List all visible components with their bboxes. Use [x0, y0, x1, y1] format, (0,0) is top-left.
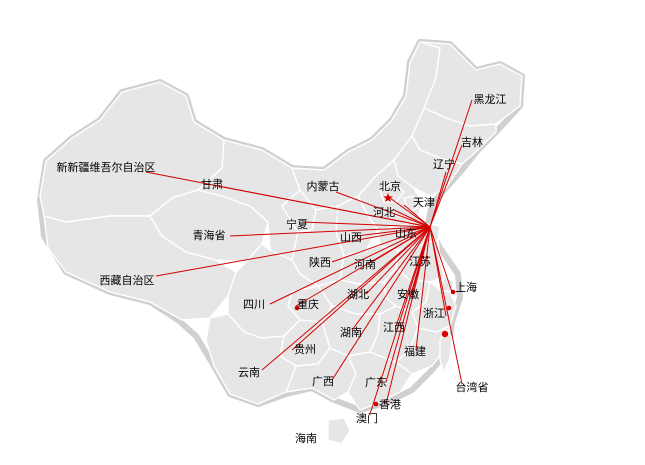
province-label: 陕西	[309, 255, 331, 269]
region-hainan	[327, 417, 351, 445]
route-lines	[145, 99, 473, 415]
city-markers	[294, 193, 456, 407]
region-fujian	[394, 324, 451, 375]
province-label: 天津	[413, 196, 435, 209]
province-label: 青海省	[193, 228, 226, 242]
province-label: 广东	[365, 376, 387, 389]
route-line-广东	[385, 226, 431, 383]
route-line-宁夏	[301, 221, 431, 228]
region-taiwan	[439, 328, 453, 374]
province-label: 浙江	[423, 307, 445, 320]
province-label: 重庆	[297, 297, 319, 311]
route-line-云南	[261, 226, 431, 371]
province-label: 上海	[455, 280, 477, 294]
city-dot	[441, 330, 449, 338]
province-label: 贵州	[294, 343, 316, 356]
route-line-河北	[393, 209, 431, 228]
route-line-天津	[403, 204, 431, 228]
route-line-四川	[269, 226, 431, 305]
route-line-甘肃	[217, 185, 431, 228]
province-label: 河北	[373, 206, 395, 219]
capital-star-icon	[383, 193, 393, 202]
route-line-贵州	[291, 226, 431, 351]
province-label: 吉林	[461, 135, 483, 149]
route-line-黑龙江	[429, 99, 473, 228]
province-label: 山西	[340, 231, 362, 244]
route-line-上海	[429, 226, 453, 293]
route-line-辽宁	[429, 171, 447, 228]
city-dot	[446, 305, 452, 311]
province-label: 澳门	[356, 411, 378, 425]
route-line-广西	[331, 226, 431, 381]
province-label: 云南	[238, 366, 260, 379]
route-line-澳门	[369, 226, 431, 415]
map-regions	[37, 39, 525, 445]
region-guangdong	[346, 351, 413, 411]
route-line-陕西	[331, 226, 431, 263]
province-label: 新新疆维吾尔自治区	[57, 160, 156, 174]
route-line-西藏自治区	[155, 226, 431, 277]
route-line-青海省	[229, 226, 431, 237]
province-label: 北京	[379, 179, 401, 193]
city-dot	[450, 289, 456, 295]
route-line-内蒙古	[335, 191, 431, 228]
province-label: 湖南	[340, 326, 362, 339]
province-label: 宁夏	[286, 217, 308, 231]
route-line-香港	[385, 226, 431, 405]
province-label: 湖北	[347, 288, 369, 301]
province-label: 广西	[312, 375, 334, 388]
province-label: 海南	[295, 431, 317, 445]
province-label: 内蒙古	[307, 179, 340, 193]
province-label: 福建	[404, 344, 426, 358]
province-label: 安徽	[397, 287, 419, 301]
province-label: 辽宁	[433, 157, 455, 171]
province-label: 香港	[379, 398, 401, 411]
province-label: 四川	[243, 298, 265, 311]
province-label: 甘肃	[201, 178, 223, 191]
province-label: 江西	[383, 321, 405, 334]
province-label: 河南	[354, 258, 376, 271]
city-dot	[373, 401, 379, 407]
route-line-福建	[415, 226, 431, 351]
route-line-吉林	[429, 144, 463, 228]
route-line-湖北	[365, 226, 431, 295]
route-line-湖南	[351, 226, 431, 331]
route-line-北京	[389, 197, 431, 228]
province-label: 黑龙江	[474, 93, 507, 106]
province-label: 台湾省	[456, 380, 489, 394]
city-dot	[294, 305, 300, 311]
route-line-重庆	[295, 226, 431, 307]
province-label: 山东	[395, 227, 417, 240]
province-label: 江苏	[409, 255, 431, 268]
route-line-台湾省	[429, 226, 463, 385]
route-line-山西	[355, 226, 431, 237]
province-label: 西藏自治区	[100, 273, 155, 287]
region-qinghai	[149, 189, 269, 263]
